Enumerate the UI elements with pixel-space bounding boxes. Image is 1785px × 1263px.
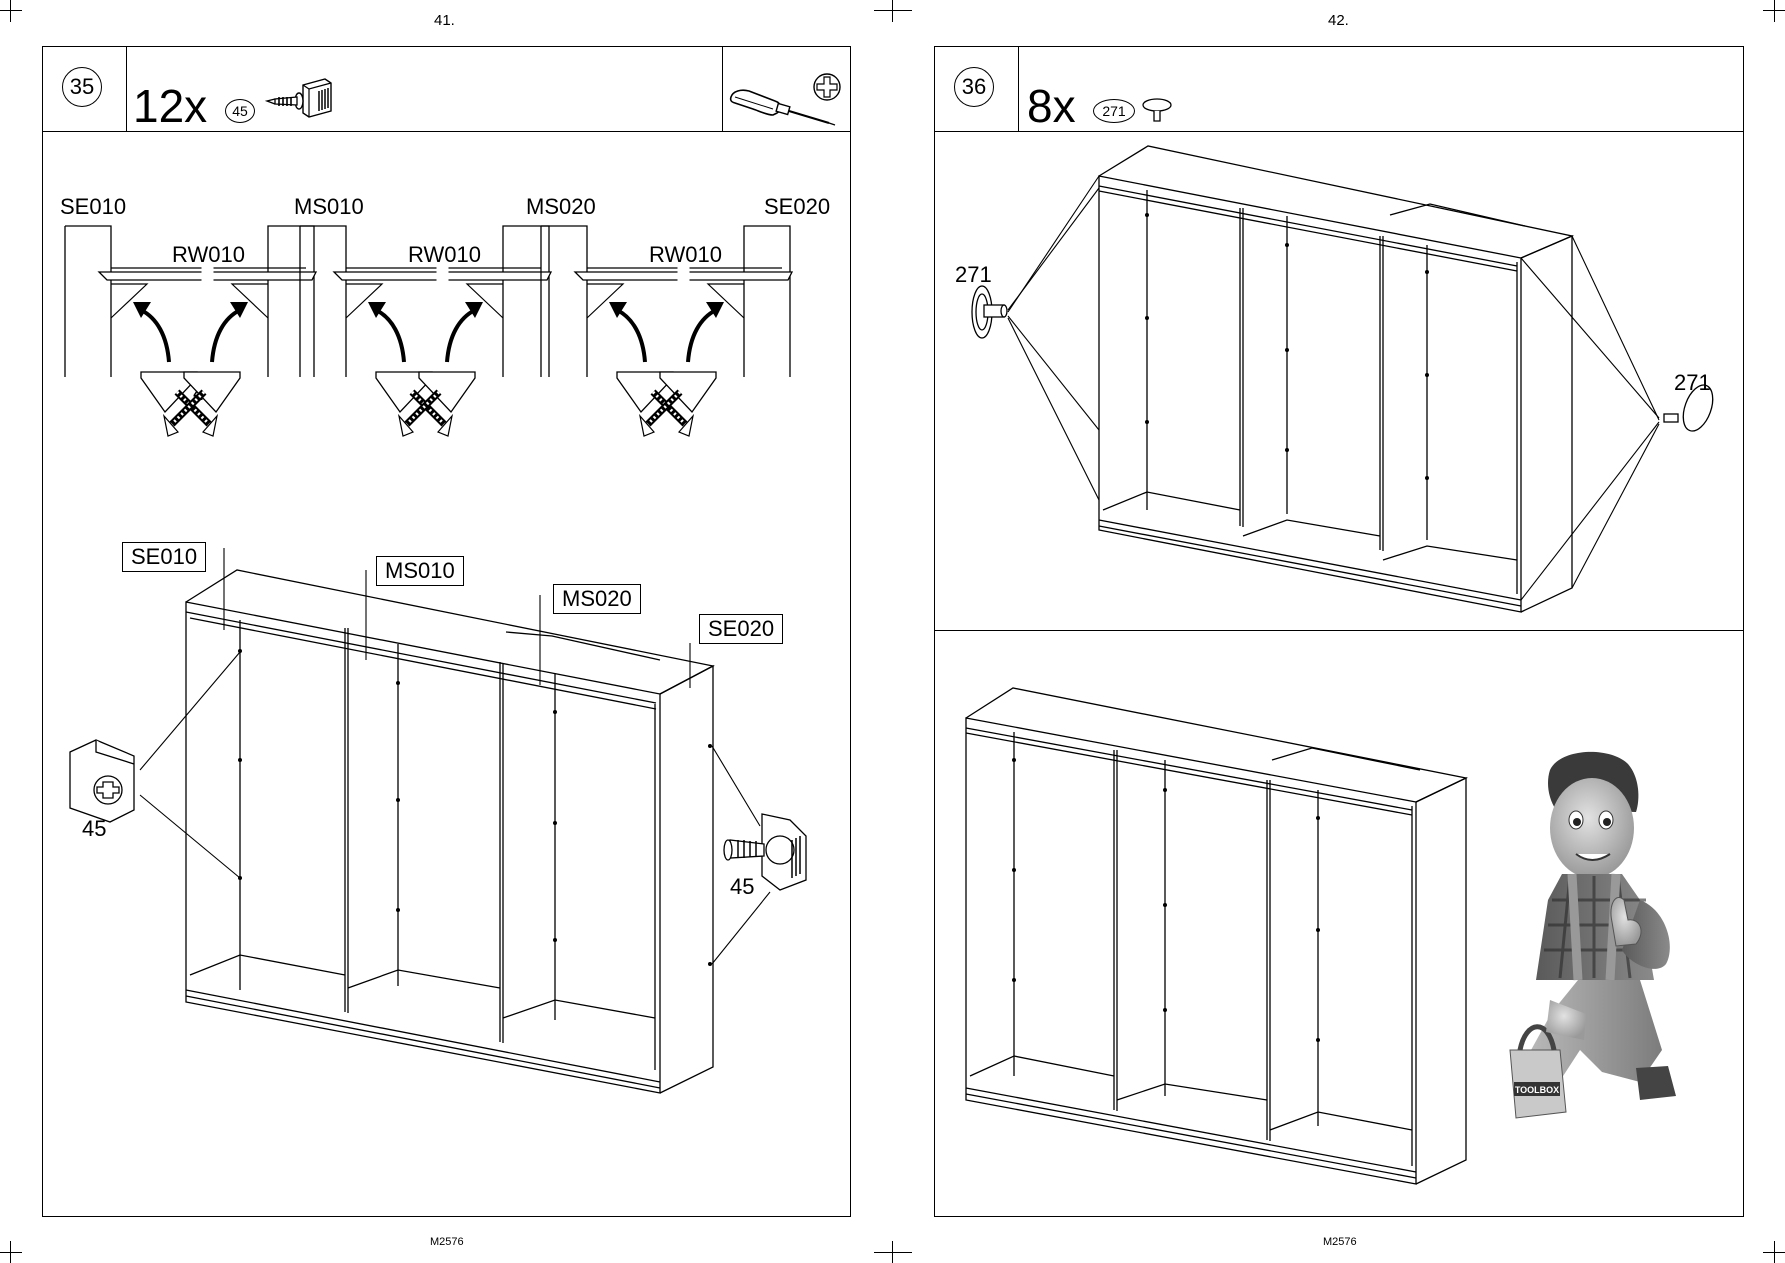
toolbox-badge: TOOLBOX — [1515, 1085, 1559, 1095]
door-stop-icon — [1142, 98, 1172, 122]
page-number: 42. — [1328, 12, 1349, 29]
crop-mark — [10, 0, 11, 22]
rail-label: RW010 — [408, 242, 481, 267]
screwdriver-icon — [729, 73, 841, 126]
detail-label-271: 271 — [1674, 370, 1711, 395]
footer-code: M2576 — [430, 1236, 464, 1248]
crop-mark — [1774, 0, 1775, 22]
rail-label: RW010 — [649, 242, 722, 267]
wardrobe-assembly-drawing — [69, 548, 807, 1094]
handyman-mascot-illustration: TOOLBOX — [1509, 751, 1676, 1119]
detail-label-271: 271 — [955, 262, 992, 287]
callout-ms020: MS020 — [553, 584, 641, 614]
page-number: 41. — [434, 12, 455, 29]
finished-wardrobe-drawing — [965, 687, 1469, 1185]
panel-label-se020: SE020 — [764, 194, 831, 219]
footer-code: M2576 — [1323, 1236, 1357, 1248]
crop-mark — [874, 10, 912, 11]
step-number: 35 — [62, 67, 102, 107]
step-number-cell: 36 — [935, 47, 1019, 131]
step-divider — [935, 630, 1743, 631]
panel-label-ms010: MS010 — [294, 194, 364, 219]
detail-label: 45 — [82, 816, 107, 841]
crop-mark — [0, 10, 22, 11]
rail-label: RW010 — [172, 242, 245, 267]
part-ref-badge: 45 — [225, 99, 255, 123]
step-header: 35 12x 45 — [43, 47, 850, 132]
wardrobe-door-stops-drawing — [971, 145, 1714, 613]
callout-ms010: MS010 — [376, 556, 464, 586]
step-35-frame: 35 12x 45 — [42, 46, 851, 1217]
crop-mark — [1763, 1252, 1785, 1253]
rail-fitting-group — [64, 225, 318, 437]
rail-fitting-group — [299, 225, 553, 437]
panel-label-ms020: MS020 — [526, 194, 596, 219]
crop-mark — [892, 0, 893, 22]
step-header: 36 8x 271 — [935, 47, 1743, 132]
rail-fitting-diagram — [64, 225, 794, 437]
callout-se020: SE020 — [699, 614, 784, 644]
detail-label: 45 — [730, 874, 755, 899]
crop-mark — [1763, 10, 1785, 11]
cam-fitting-icon — [264, 78, 332, 118]
rail-fitting-group — [540, 225, 794, 437]
tool-cell — [722, 47, 850, 131]
step-quantity: 12x — [133, 80, 208, 132]
step-36-frame: 36 8x 271 — [934, 46, 1744, 1217]
step-number: 36 — [954, 67, 994, 107]
crop-mark — [0, 1252, 22, 1253]
panel-label-se010: SE010 — [60, 194, 127, 219]
step-quantity: 8x — [1027, 80, 1076, 132]
callout-se010: SE010 — [122, 542, 207, 572]
step-number-cell: 35 — [43, 47, 127, 131]
crop-mark — [874, 1252, 912, 1253]
part-ref-badge: 271 — [1093, 99, 1135, 123]
